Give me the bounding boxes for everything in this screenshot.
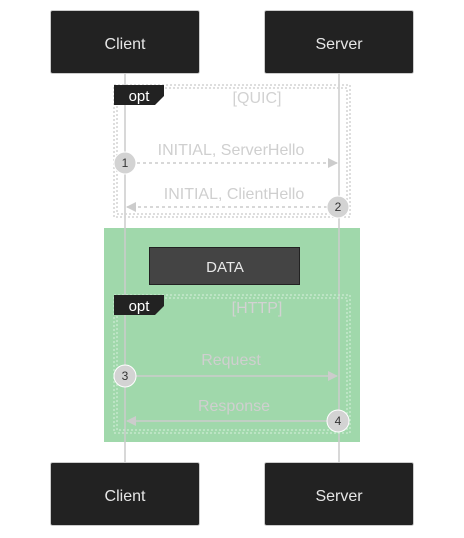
message-1: INITIAL, ServerHello 1 xyxy=(113,142,338,175)
sequence-number: 4 xyxy=(335,414,342,428)
message-label: Request xyxy=(201,352,261,369)
frame-condition: [QUIC] xyxy=(233,90,282,107)
sequence-number-badge xyxy=(113,151,137,175)
actor-label: Server xyxy=(315,36,363,53)
frame-label-box xyxy=(114,295,164,315)
frame-label-box xyxy=(114,85,164,105)
message-4: Response 4 xyxy=(126,398,350,433)
data-note: DATA xyxy=(149,247,300,285)
message-2: INITIAL, ClientHello 2 xyxy=(126,186,350,219)
sequence-number-badge xyxy=(326,195,350,219)
actor-label: Client xyxy=(105,488,146,505)
note-label: DATA xyxy=(206,259,244,276)
sequence-number: 2 xyxy=(335,200,342,214)
message-3: Request 3 xyxy=(113,352,338,388)
actor-client-bottom: Client xyxy=(50,462,200,526)
sequence-number: 3 xyxy=(122,369,129,383)
opt-frame-quic: opt [QUIC] xyxy=(113,84,351,218)
sequence-number-badge xyxy=(113,364,137,388)
actor-label: Client xyxy=(105,36,146,53)
sequence-number-badge xyxy=(326,409,350,433)
sequence-number: 1 xyxy=(122,156,129,170)
message-label: INITIAL, ServerHello xyxy=(158,142,305,159)
actor-server-top: Server xyxy=(264,10,414,74)
opt-frame-http: opt [HTTP] xyxy=(113,294,351,434)
actor-server-bottom: Server xyxy=(264,462,414,526)
actor-label: Server xyxy=(315,488,363,505)
message-label: Response xyxy=(198,398,270,415)
actor-client-top: Client xyxy=(50,10,200,74)
frame-keyword: opt xyxy=(129,88,151,105)
message-label: INITIAL, ClientHello xyxy=(164,186,305,203)
frame-condition: [HTTP] xyxy=(232,300,283,317)
frame-keyword: opt xyxy=(129,298,151,315)
